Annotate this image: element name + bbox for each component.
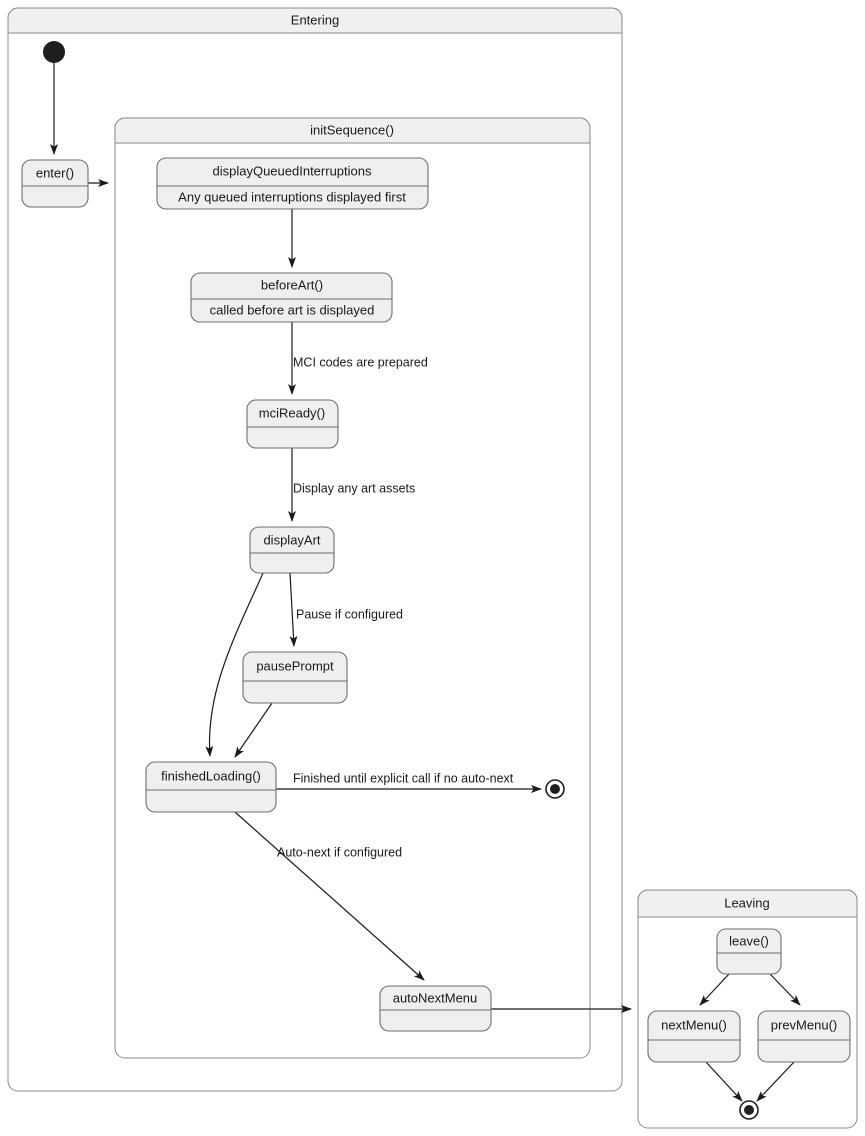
initial-state-node — [43, 41, 65, 63]
state-finished-loading-title: finishedLoading() — [161, 768, 261, 783]
frame-leaving-title: Leaving — [724, 895, 770, 910]
state-pause-prompt[interactable]: pausePrompt — [242, 651, 348, 704]
state-prev-menu-title: prevMenu() — [771, 1017, 837, 1032]
frame-entering-title: Entering — [291, 12, 339, 27]
edge-label-pause-if-configured: Pause if configured — [296, 607, 403, 621]
state-pause-prompt-title: pausePrompt — [256, 658, 334, 673]
state-prev-menu[interactable]: prevMenu() — [757, 1010, 851, 1063]
final-state-node-entering — [545, 779, 565, 799]
state-display-queued-interruptions[interactable]: displayQueuedInterruptions Any queued in… — [156, 157, 429, 210]
edge-pause-prompt-to-finished-loading — [234, 702, 273, 758]
edge-label-display-art-assets: Display any art assets — [293, 481, 415, 495]
edge-next-menu-to-final — [705, 1061, 743, 1102]
edge-label-mci-codes: MCI codes are prepared — [293, 355, 428, 369]
state-before-art-description: called before art is displayed — [210, 302, 375, 317]
edge-leave-to-next-menu — [699, 973, 730, 1006]
edge-display-art-to-finished-loading — [205, 572, 264, 757]
frame-init-sequence-title: initSequence() — [310, 122, 394, 137]
edge-label-finished-until-explicit: Finished until explicit call if no auto-… — [293, 771, 514, 785]
state-before-art-title: beforeArt() — [261, 277, 323, 292]
edge-display-art-to-pause-prompt — [289, 572, 298, 647]
state-finished-loading[interactable]: finishedLoading() — [145, 761, 277, 813]
state-leave[interactable]: leave() — [716, 928, 782, 975]
state-display-art-title: displayArt — [263, 532, 320, 547]
state-display-art[interactable]: displayArt — [249, 526, 335, 574]
state-leave-title: leave() — [729, 933, 769, 948]
frame-init-sequence: initSequence() — [114, 117, 591, 1059]
state-before-art[interactable]: beforeArt() called before art is display… — [190, 272, 393, 323]
state-enter[interactable]: enter() — [21, 159, 89, 208]
final-state-node-leaving — [739, 1100, 759, 1120]
edge-prev-menu-to-final — [756, 1061, 795, 1102]
edges-entering: MCI codes are prepared Display any art a… — [50, 62, 632, 1013]
edge-finished-loading-to-auto-next-menu — [234, 811, 425, 981]
state-mci-ready-title: mciReady() — [259, 405, 325, 420]
state-next-menu[interactable]: nextMenu() — [647, 1010, 741, 1063]
frame-leaving: Leaving — [637, 889, 858, 1129]
state-mci-ready[interactable]: mciReady() — [246, 399, 339, 449]
state-enter-title: enter() — [36, 165, 74, 180]
state-auto-next-menu-title: autoNextMenu — [393, 990, 478, 1005]
state-next-menu-title: nextMenu() — [661, 1017, 727, 1032]
edge-leave-to-prev-menu — [769, 973, 801, 1006]
state-display-queued-interruptions-description: Any queued interruptions displayed first — [178, 189, 406, 204]
edge-label-auto-next-if-configured: Auto-next if configured — [277, 845, 402, 859]
state-auto-next-menu[interactable]: autoNextMenu — [379, 985, 492, 1032]
state-display-queued-interruptions-title: displayQueuedInterruptions — [213, 163, 372, 178]
edges-leaving — [699, 973, 801, 1102]
